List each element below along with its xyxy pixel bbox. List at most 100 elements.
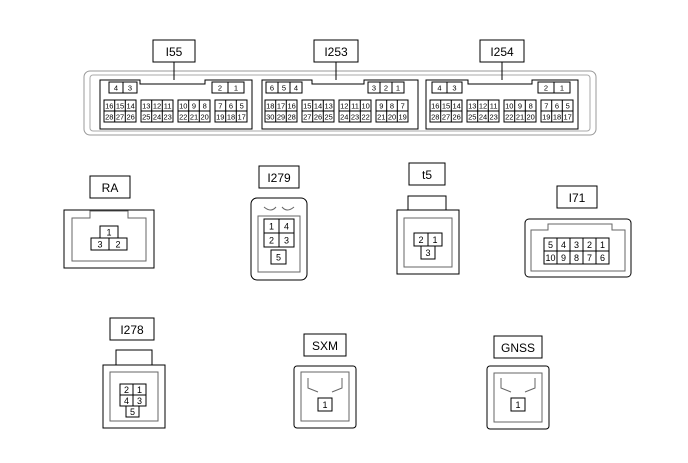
- pin-label: 2: [124, 385, 129, 395]
- pin-label: 21: [190, 113, 198, 122]
- pin-label: 1: [432, 235, 437, 245]
- housing-ra: [63, 209, 155, 269]
- connector-i278: I278 2 1 4 3 5: [102, 317, 166, 429]
- pin-label: 24: [153, 113, 161, 122]
- pin-label: 1: [137, 385, 142, 395]
- pin-label: 9: [561, 253, 566, 263]
- pin-text-i253: 6 5 4 3 2 1 18 17 16 15 14 13 12 11 10 9…: [266, 84, 407, 122]
- housing-i253: [261, 79, 419, 130]
- pin-label: 28: [105, 113, 113, 122]
- pin-label: 3: [574, 240, 579, 250]
- label-i254: I254: [490, 45, 514, 59]
- housing-i278-inner: [109, 371, 159, 422]
- label-gnss: GNSS: [501, 341, 535, 355]
- pin-label: 4: [561, 240, 566, 250]
- housing-i71-inner: [530, 223, 626, 272]
- cavity: [270, 249, 287, 265]
- label-i278: I278: [120, 323, 144, 337]
- pin-label: 27: [116, 113, 124, 122]
- pin-text-i254: 4 3 2 1 16 15 14 13 12 11 10 9 8 7 6 5 2…: [431, 84, 572, 122]
- housing-t5-inner: [403, 217, 453, 268]
- pin-label: 12: [479, 102, 487, 111]
- assembly-outer-frame: [83, 70, 597, 136]
- pin-label: 21: [377, 113, 385, 122]
- label-box-t5: [408, 162, 446, 186]
- pins-i254: [429, 81, 574, 123]
- housing-i278: [102, 364, 166, 429]
- pin-label: 25: [142, 113, 150, 122]
- pin-label: 26: [127, 113, 135, 122]
- housing-i254: [425, 79, 579, 130]
- pin-label: 19: [216, 113, 224, 122]
- label-i71: I71: [569, 191, 586, 205]
- pin-label: 13: [468, 102, 476, 111]
- pin-label: 6: [555, 102, 559, 111]
- pin-label: 3: [137, 396, 142, 406]
- pin-label: 10: [179, 102, 187, 111]
- pin-label: 26: [314, 113, 322, 122]
- pin-label: 25: [325, 113, 333, 122]
- pins-i55: 4 3 2 1: [103, 81, 248, 123]
- pin-label: 18: [266, 102, 274, 111]
- pin-label: 2: [587, 240, 592, 250]
- pin-label: 4: [437, 84, 441, 93]
- housing-ra-inner: [71, 210, 147, 262]
- assembly-inner-frame: [89, 74, 591, 132]
- pin-label: 28: [431, 113, 439, 122]
- cavity: [125, 405, 140, 418]
- pin-label: 19: [542, 113, 550, 122]
- pin-label: 16: [105, 102, 113, 111]
- label-box-i278: [109, 317, 155, 341]
- pin-label: 30: [266, 113, 274, 122]
- pin-label: 2: [384, 84, 388, 93]
- housing-i279: [250, 197, 308, 281]
- pin-label: 27: [303, 113, 311, 122]
- cavity: [317, 397, 333, 412]
- pin-label: 5: [130, 407, 135, 417]
- pin-label: 29: [277, 113, 285, 122]
- pin-label: 3: [425, 248, 430, 258]
- pin-label: 3: [452, 84, 456, 93]
- pin-label: 9: [192, 102, 196, 111]
- pin-label: 7: [587, 253, 592, 263]
- label-ra: RA: [102, 181, 119, 195]
- pin-label: 3: [284, 236, 289, 246]
- pin-label: 1: [234, 84, 238, 93]
- pin-label: 2: [544, 84, 548, 93]
- pin-label: 16: [288, 102, 296, 111]
- pin-label: 11: [164, 102, 172, 111]
- pin-label: 21: [516, 113, 524, 122]
- cavity: [278, 232, 295, 248]
- cavity-block: [367, 81, 405, 94]
- connector-gnss: GNSS 1: [486, 335, 550, 430]
- pin-label: 28: [288, 113, 296, 122]
- pin-label: 25: [468, 113, 476, 122]
- housing-i279-inner: [257, 215, 301, 273]
- pin-label: 4: [114, 84, 118, 93]
- pin-label: 8: [390, 102, 394, 111]
- housing-sxm-inner: [300, 371, 350, 422]
- pin-label: 4: [124, 396, 129, 406]
- connector-sxm: SXM 1: [293, 333, 357, 429]
- pin-label: 10: [362, 102, 370, 111]
- pin-label: 15: [442, 102, 450, 111]
- latch-gnss: [500, 378, 536, 393]
- pin-label: 14: [127, 102, 135, 111]
- pin-label: 13: [325, 102, 333, 111]
- pin-label: 9: [379, 102, 383, 111]
- housing-gnss-inner: [493, 372, 543, 423]
- connector-i253: I253 6 5 4 3 2 1 18 17 16 15 14 1: [261, 39, 419, 130]
- pin-label: 8: [574, 253, 579, 263]
- pin-label: 1: [106, 228, 111, 238]
- label-box-i71: [556, 185, 598, 209]
- pin-label: 22: [505, 113, 513, 122]
- connector-t5: t5 2 1 3: [396, 162, 460, 275]
- connector-i55: I55 4 3 2 1 16 15 14 13 12 11 10: [99, 39, 253, 130]
- lock-i278: [115, 349, 153, 366]
- pin-label: 26: [453, 113, 461, 122]
- lock-t5: [407, 195, 447, 211]
- cavity: [510, 397, 526, 412]
- label-t5: t5: [422, 168, 432, 182]
- pin-label: 14: [314, 102, 322, 111]
- pin-label: 24: [340, 113, 348, 122]
